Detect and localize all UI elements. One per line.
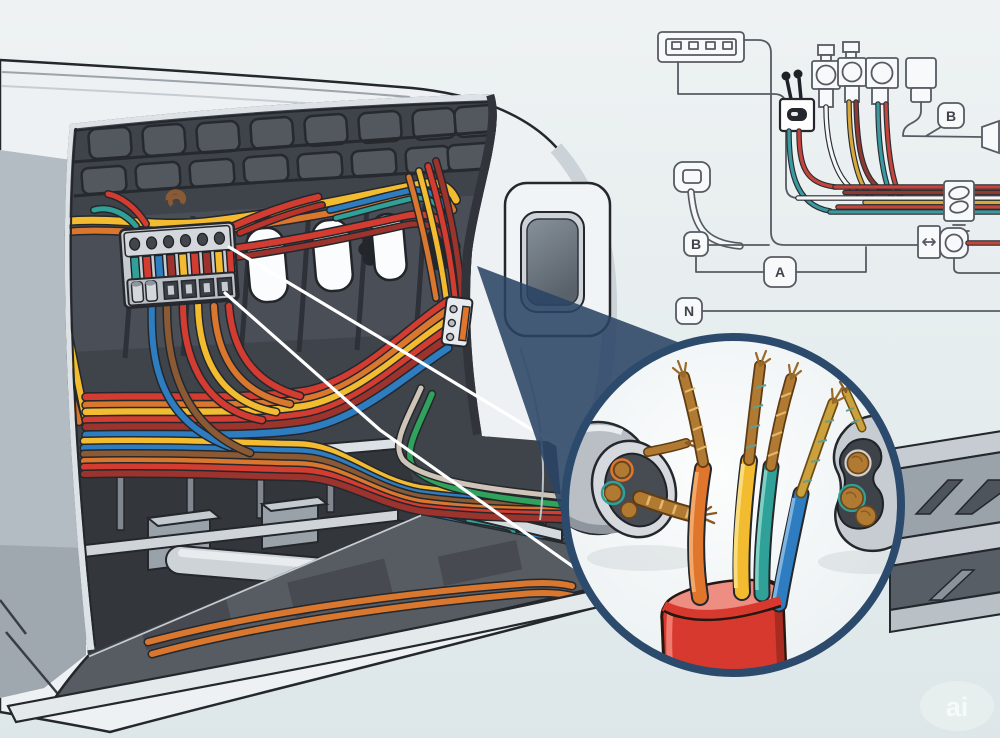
schematic-label-n: N (675, 297, 703, 325)
magnifier-inset (561, 333, 905, 677)
schematic-label-b-left-text: B (691, 236, 701, 252)
edge-drop-wires (405, 157, 466, 302)
schematic-cable-clamp (943, 180, 975, 232)
magnifier-ring (561, 333, 905, 677)
schematic-connector-block (657, 31, 745, 63)
callout-lines (223, 245, 577, 570)
edge-connector-panel (440, 295, 474, 348)
belly-wire-orange (145, 579, 575, 645)
schematic-label-b-right: B (937, 102, 965, 129)
schematic-label-b-right-text: B (946, 108, 956, 124)
watermark-badge: ai (920, 681, 994, 731)
schematic-relay-2 (837, 41, 867, 103)
schematic-switch (778, 69, 816, 133)
schematic-plug (981, 119, 1000, 155)
stripped-cable (660, 349, 847, 673)
schematic-relay-4 (905, 57, 937, 103)
floor-beam-right (889, 430, 1000, 634)
schematic-relay-1 (811, 44, 841, 108)
terminal-block (118, 221, 240, 309)
schematic-label-a: A (763, 256, 797, 288)
inner-wire-teal (755, 460, 778, 601)
schematic-relay-3 (865, 57, 899, 105)
schematic-sensor (673, 161, 711, 193)
wiring-schematic: B A N B (657, 31, 1000, 325)
terminal-block-drop-wires (147, 297, 305, 458)
inner-wire-blue (772, 487, 808, 611)
schematic-inline-connector (917, 225, 969, 259)
inner-wire-yellow (734, 454, 756, 599)
inner-wire-orange (689, 462, 710, 604)
schematic-label-b-left: B (683, 231, 709, 257)
wall-harness-upper (81, 296, 453, 440)
schematic-label-n-text: N (684, 303, 694, 319)
fuselage-cutaway (0, 58, 632, 734)
watermark-text: ai (946, 692, 969, 722)
schematic-label-a-text: A (775, 264, 785, 280)
